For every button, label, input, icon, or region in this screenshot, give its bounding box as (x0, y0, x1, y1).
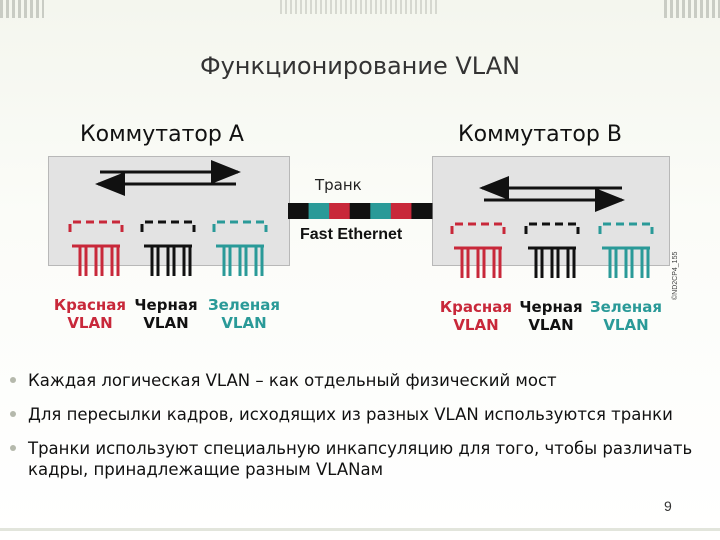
vlan-suffix: VLAN (221, 314, 267, 332)
vlan-suffix: VLAN (67, 314, 113, 332)
port-group (212, 220, 268, 276)
port-group (450, 222, 506, 278)
vlan-name: Черная (519, 298, 583, 316)
vlan-suffix: VLAN (528, 316, 574, 334)
port-group (68, 220, 124, 276)
page-number: 9 (664, 498, 672, 514)
bullet-text: Транки используют специальную инкапсуляц… (28, 439, 693, 479)
switch-b-ports (450, 222, 654, 278)
bullet-text: Каждая логическая VLAN – как отдельный ф… (28, 371, 557, 390)
trunk-segment (329, 203, 351, 219)
port-bracket (68, 220, 124, 232)
port-bracket (140, 220, 196, 232)
vlan-suffix: VLAN (453, 316, 499, 334)
slide-title: Функционирование VLAN (199, 52, 521, 80)
fast-ethernet-label: Fast Ethernet (300, 226, 403, 243)
trunk-segment (390, 203, 412, 219)
bullet-item: Каждая логическая VLAN – как отдельный ф… (8, 370, 718, 391)
port-bracket (524, 222, 580, 234)
bullet-text: Для пересылки кадров, исходящих из разны… (28, 405, 673, 424)
vlan-name: Зеленая (207, 296, 281, 314)
switch-b-title: Коммутатор B (458, 122, 622, 147)
trunk-label: Транк (315, 176, 362, 194)
footer-line (0, 528, 720, 531)
trunk-segment (308, 203, 330, 219)
trunk-segment (411, 203, 433, 219)
vlan-name: Красная (53, 296, 127, 314)
port-bracket (450, 222, 506, 234)
bullet-item: Для пересылки кадров, исходящих из разны… (8, 404, 718, 425)
switch-b-vlan-black-label: Черная VLAN (511, 298, 591, 334)
switch-a-vlan-red-label: Красная VLAN (50, 296, 130, 332)
port-group (598, 222, 654, 278)
trunk-segment (349, 203, 371, 219)
switch-b-vlan-green-label: Зеленая VLAN (586, 298, 666, 334)
switch-b-arrows (479, 176, 625, 212)
port-group (524, 222, 580, 278)
port-bracket (598, 222, 654, 234)
vlan-name: Красная (439, 298, 513, 316)
bullet-item: Транки используют специальную инкапсуляц… (8, 438, 718, 480)
trunk-link (288, 203, 433, 219)
trunk-segment (288, 203, 310, 219)
port-group (140, 220, 196, 276)
vlan-suffix: VLAN (603, 316, 649, 334)
switch-a-title: Коммутатор A (80, 122, 244, 147)
vlan-name: Черная (134, 296, 198, 314)
switch-a-ports (68, 220, 268, 276)
switch-a-vlan-black-label: Черная VLAN (126, 296, 206, 332)
switch-b-vlan-red-label: Красная VLAN (436, 298, 516, 334)
copyright-code: ©ND2CP4_155 (672, 251, 679, 300)
port-bracket (212, 220, 268, 232)
top-decoration-middle (280, 0, 440, 14)
switch-a-vlan-green-label: Зеленая VLAN (204, 296, 284, 332)
vlan-name: Зеленая (589, 298, 663, 316)
bullet-dot-icon (10, 445, 16, 451)
vlan-suffix: VLAN (143, 314, 189, 332)
switch-a-arrows (95, 160, 241, 196)
bullet-dot-icon (10, 377, 16, 383)
trunk-segment (370, 203, 392, 219)
top-decoration-right (664, 0, 720, 18)
bullet-dot-icon (10, 411, 16, 417)
bullet-list: Каждая логическая VLAN – как отдельный ф… (8, 370, 718, 493)
top-decoration-left (0, 0, 44, 18)
